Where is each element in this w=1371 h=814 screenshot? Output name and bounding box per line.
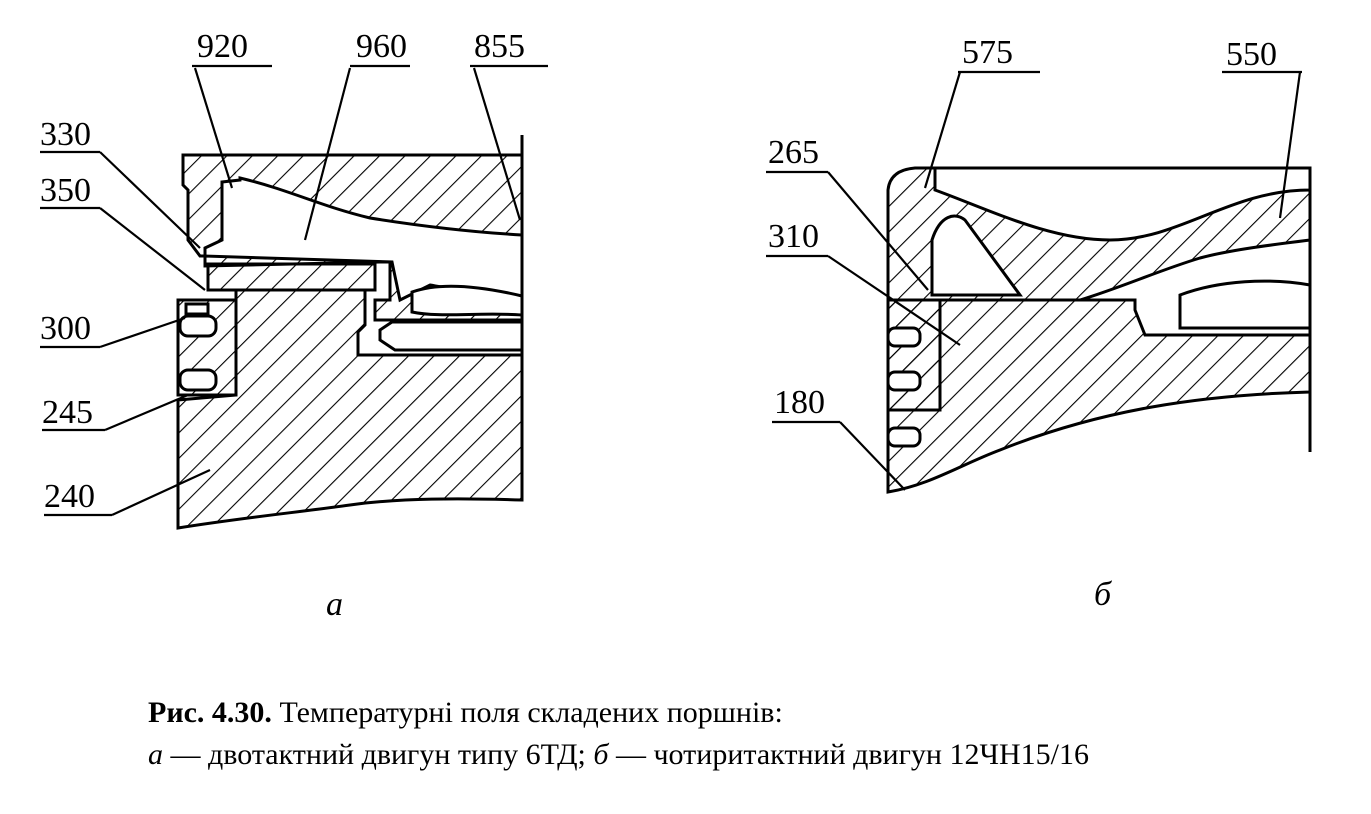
label-330: 330: [40, 116, 91, 153]
figure-drawing: [40, 64, 1312, 530]
piston-b: [886, 166, 1312, 494]
piston-b-cavity: [930, 214, 1023, 297]
caption-line-1: Рис. 4.30. Температурні поля складених п…: [148, 692, 1089, 734]
piston-a-leaders: [40, 64, 548, 517]
piston-a-rings: [178, 302, 218, 392]
label-575: 575: [962, 34, 1013, 71]
caption-title: Температурні поля складених поршнів:: [279, 696, 783, 729]
caption-a-letter: а: [148, 738, 163, 771]
label-310: 310: [768, 218, 819, 255]
label-245: 245: [42, 394, 93, 431]
piston-a-cooling-channel: [378, 320, 524, 352]
piston-b-leaders: [766, 70, 1302, 491]
piston-a-insert: [206, 262, 377, 292]
caption-b-letter: б: [593, 738, 609, 771]
piston-b-ring-carrier: [886, 298, 942, 412]
label-960: 960: [356, 28, 407, 65]
figure-caption: Рис. 4.30. Температурні поля складених п…: [148, 692, 1089, 776]
caption-b-text: — чотиритактний двигун 12ЧН15/16: [615, 738, 1089, 771]
label-350: 350: [40, 172, 91, 209]
caption-line-2: а — двотактний двигун типу 6ТД; б — чоти…: [148, 734, 1089, 776]
label-180: 180: [774, 384, 825, 421]
label-855: 855: [474, 28, 525, 65]
piston-b-bowl: [933, 166, 1312, 242]
caption-number: Рис. 4.30.: [148, 696, 272, 729]
piston-a: [176, 135, 524, 530]
label-240: 240: [44, 478, 95, 515]
label-550: 550: [1226, 36, 1277, 73]
piston-b-rings: [886, 326, 922, 448]
sublabel-b: б: [1094, 576, 1112, 613]
caption-a-text: — двотактний двигун типу 6ТД;: [170, 738, 586, 771]
label-300: 300: [40, 310, 91, 347]
sublabel-a: а: [326, 586, 343, 623]
piston-b-body: [886, 298, 1312, 494]
label-920: 920: [197, 28, 248, 65]
label-265: 265: [768, 134, 819, 171]
piston-a-crown: [181, 153, 524, 258]
